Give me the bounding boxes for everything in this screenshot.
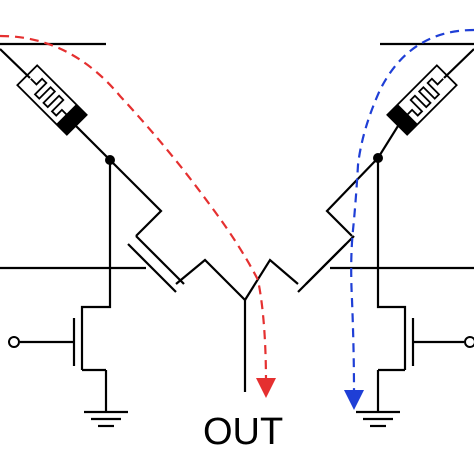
ground-right xyxy=(356,410,400,428)
input-terminal-right xyxy=(464,336,474,348)
transistor-left xyxy=(72,314,106,372)
current-path-left xyxy=(0,34,276,398)
input-terminal-left xyxy=(8,336,20,348)
wire-rail-to-memristor-left xyxy=(0,48,31,79)
capacitor-right xyxy=(297,235,355,293)
out-label: OUT xyxy=(203,411,283,453)
capacitor-left xyxy=(127,235,185,293)
wire-capacitor-to-out-left xyxy=(175,258,246,301)
wire-node-to-drain-left xyxy=(80,160,112,314)
wire-capacitor-to-out-right xyxy=(244,258,299,301)
wire-node-to-drain-right xyxy=(376,158,407,314)
wire-node-to-capacitor-left xyxy=(109,159,163,237)
wire-memristor-to-node-left xyxy=(75,125,111,161)
current-path-right xyxy=(344,28,474,410)
wire-memristor-to-node-right xyxy=(377,125,399,159)
ground-left xyxy=(84,410,128,428)
wire-rail-to-memristor-right xyxy=(443,48,474,79)
transistor-right xyxy=(378,314,415,372)
memristor-right xyxy=(386,64,458,136)
arrow-head-left xyxy=(256,378,276,398)
wire-node-to-capacitor-right xyxy=(325,157,379,237)
arrow-head-right xyxy=(344,390,364,410)
